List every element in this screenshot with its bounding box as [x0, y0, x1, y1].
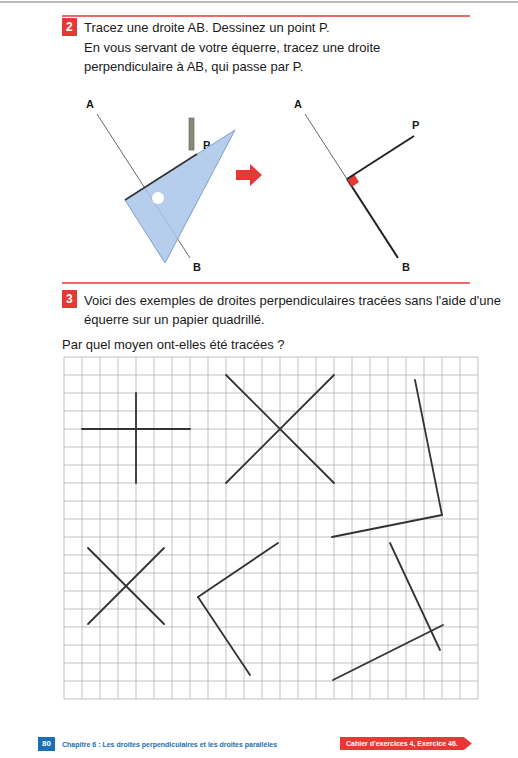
grid-line [64, 411, 478, 412]
grid-line [424, 357, 425, 699]
node-text: 80 [42, 739, 51, 748]
grid-line [64, 573, 478, 574]
grid-line [64, 537, 478, 538]
grid-line [64, 681, 478, 682]
grid-line [100, 357, 101, 699]
grid-line [298, 357, 299, 699]
grid-line [64, 699, 478, 700]
grid-line [388, 357, 389, 699]
line-ab [305, 114, 398, 258]
grid-line [64, 591, 478, 592]
drawn-line [88, 548, 164, 624]
set-square-hole [152, 192, 164, 204]
grid-line [316, 357, 317, 699]
drawn-line [332, 515, 442, 537]
drawn-line [198, 597, 250, 675]
grid-line [442, 357, 443, 699]
grid-line [352, 357, 353, 699]
grid-paper [64, 357, 478, 699]
drawn-line [226, 375, 334, 483]
grid-line [64, 429, 478, 430]
grid-line [64, 357, 478, 358]
chapter-title: Chapitre 6 : Les droites perpendiculaire… [62, 740, 277, 749]
arrow-symbol [236, 164, 262, 186]
drawn-line [226, 375, 334, 483]
grid-line [190, 357, 191, 699]
drawn-line [88, 548, 164, 624]
node-text: 2 [66, 20, 73, 34]
grid-line [64, 663, 478, 664]
grid-line [64, 393, 478, 394]
exercise-number: 2 [62, 18, 77, 36]
grid-line [262, 357, 263, 699]
point-label: P [412, 118, 419, 132]
grid-line [478, 357, 479, 699]
perpendicular-line [125, 154, 197, 200]
grid-line [226, 357, 227, 699]
drawn-line [415, 380, 442, 515]
grid-line [64, 627, 478, 628]
point-label: B [193, 260, 201, 274]
grid-line [118, 357, 119, 699]
node-text: 3 [66, 292, 73, 306]
question-text: Par quel moyen ont-elles été tracées ? [62, 336, 285, 353]
point-label: B [402, 260, 410, 274]
grid-line [64, 555, 478, 556]
grid-line [82, 357, 83, 699]
set-square [125, 130, 235, 263]
arrow-band-shape [340, 737, 472, 750]
grid-line [154, 357, 155, 699]
set-square-figure [97, 114, 235, 263]
drawn-line [333, 625, 443, 680]
grid-line [64, 357, 65, 699]
exercise-number: 3 [62, 290, 77, 308]
grid-line [64, 501, 478, 502]
section-rule [62, 15, 470, 17]
grid-line [244, 357, 245, 699]
drawn-line [135, 393, 137, 483]
grid-line [64, 375, 478, 376]
line-ab-segment [347, 179, 398, 258]
point-label: A [294, 97, 302, 111]
instruction-text: Voici des exemples de droites perpendicu… [84, 291, 514, 329]
grid-line [280, 357, 281, 699]
grid-line [64, 609, 478, 610]
grid-line [64, 645, 478, 646]
page-number: 80 [38, 737, 55, 751]
pencil [189, 118, 194, 150]
grid-line [406, 357, 407, 699]
grid-line [334, 357, 335, 699]
section-rule [62, 282, 470, 284]
drawn-line [198, 543, 278, 597]
workbook-reference: Cahier d'exercices 4, Exercice 46. [340, 737, 472, 750]
perpendicular-line [347, 136, 414, 179]
grid-line [208, 357, 209, 699]
grid-line [460, 357, 461, 699]
result-figure [305, 114, 414, 258]
grid-line [64, 447, 478, 448]
grid-line [136, 357, 137, 699]
grid-line [64, 483, 478, 484]
point-label: A [86, 97, 94, 111]
drawn-line [390, 543, 440, 650]
grid-line [370, 357, 371, 699]
instruction-text: Tracez une droite AB. Dessinez un point … [84, 19, 330, 36]
grid-line [172, 357, 173, 699]
grid-line [64, 465, 478, 466]
perpendicular-examples [82, 375, 443, 680]
page-edge [0, 1, 518, 3]
node-text: Cahier d'exercices 4, Exercice 46. [346, 740, 458, 747]
instruction-text: En vous servant de votre équerre, tracez… [84, 38, 406, 76]
point-label: P [203, 138, 210, 152]
